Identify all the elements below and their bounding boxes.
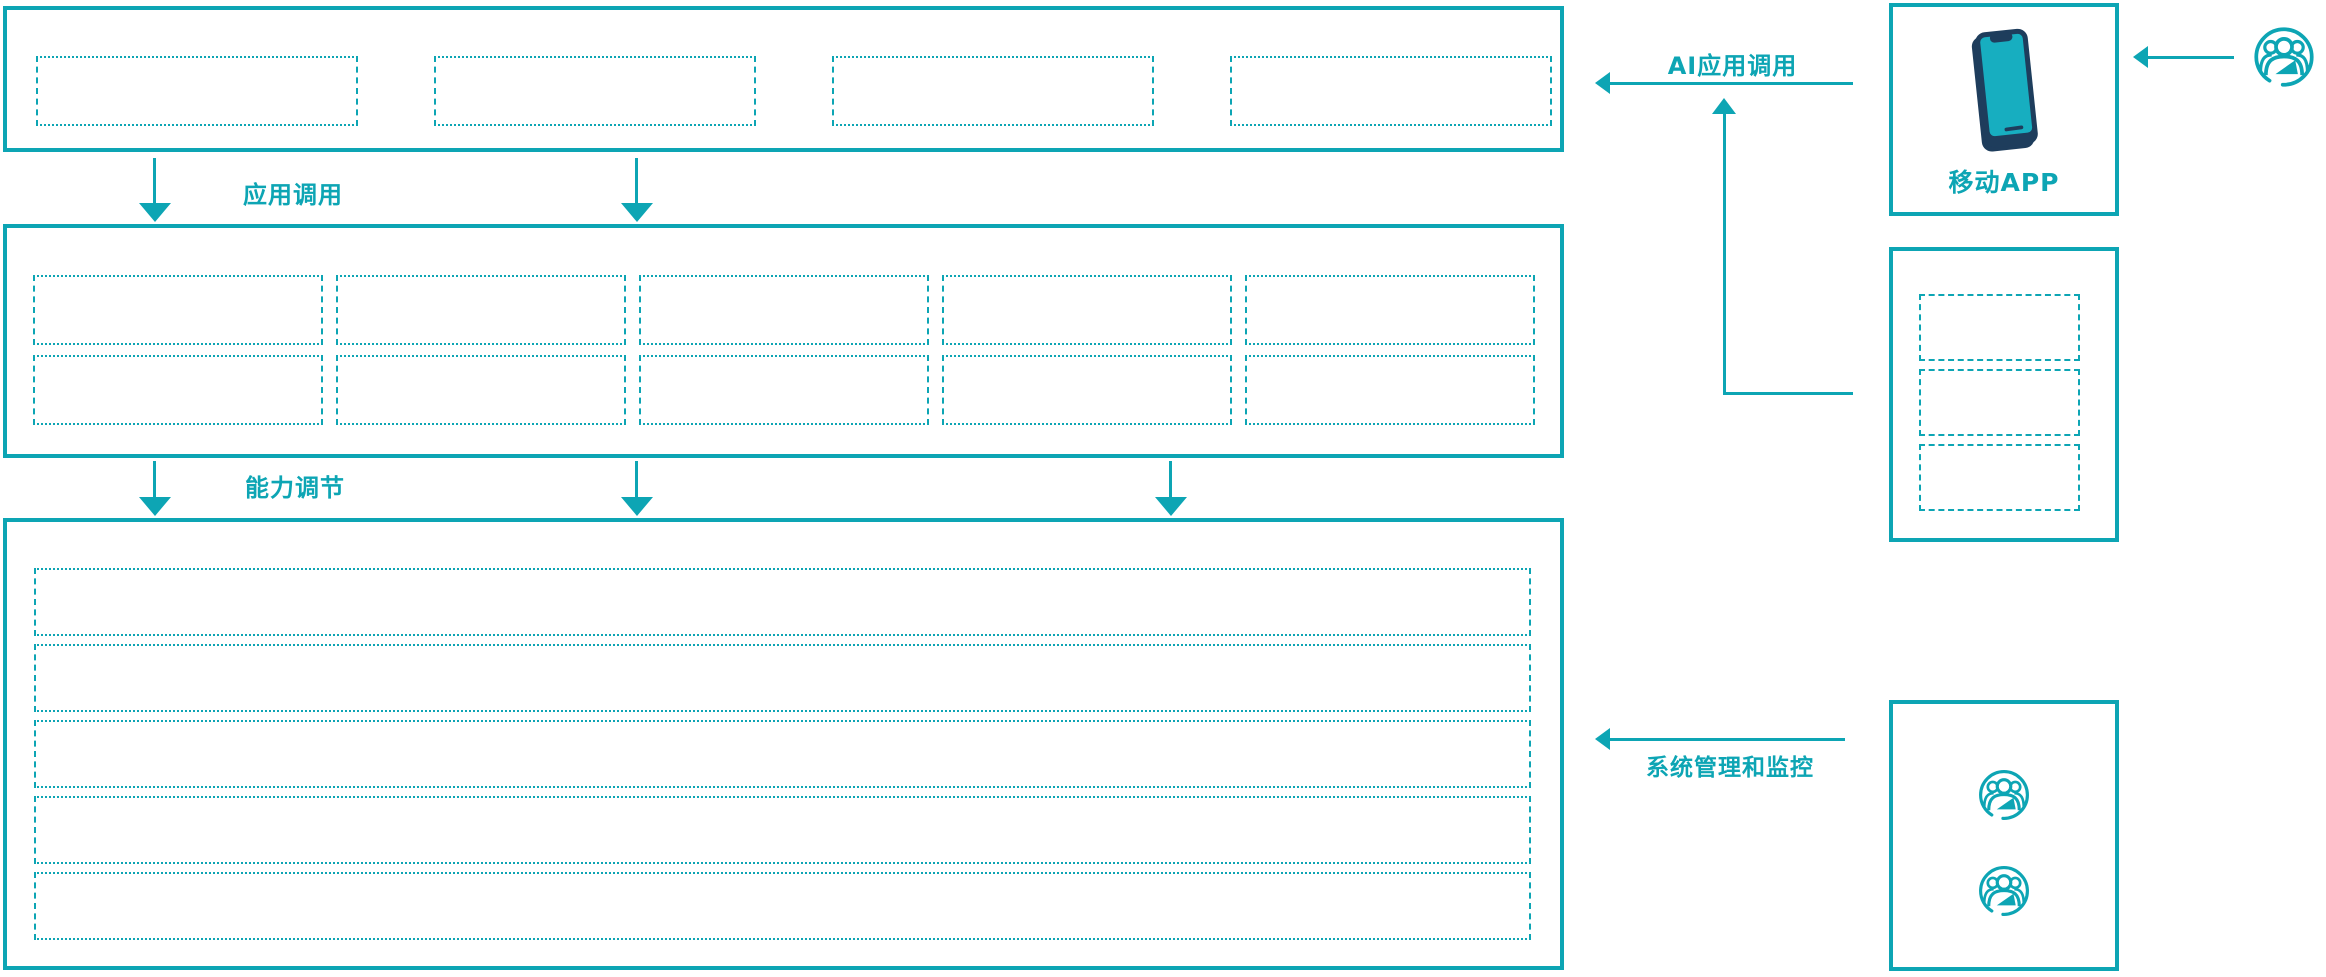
capability-arrow-line-2 xyxy=(635,461,638,498)
capability-slot xyxy=(942,275,1232,345)
capability-slot xyxy=(942,355,1232,425)
application-slot xyxy=(434,56,756,126)
capability-slot xyxy=(1245,355,1535,425)
user-arrow-line xyxy=(2146,56,2234,59)
user-group-icon xyxy=(2254,27,2314,87)
capability-slot-row-1 xyxy=(33,275,1560,345)
user-group-icon xyxy=(1979,770,2029,820)
system-monitor-label: 系统管理和监控 xyxy=(1646,755,1814,781)
api-connector-vline xyxy=(1723,112,1726,395)
application-slot xyxy=(36,56,358,126)
resource-layer-box xyxy=(3,518,1564,970)
user-group-icon xyxy=(1979,866,2029,916)
capability-slot-row-2 xyxy=(33,355,1560,425)
capability-arrowhead-3 xyxy=(1155,497,1187,516)
capability-call-label: 能力调节 xyxy=(245,474,345,502)
resource-slot xyxy=(34,872,1531,940)
application-slot xyxy=(832,56,1154,126)
app-call-arrowhead-1 xyxy=(139,203,171,222)
capability-slot xyxy=(33,355,323,425)
system-monitor-arrowhead xyxy=(1595,728,1610,750)
resource-slot xyxy=(34,568,1531,636)
capability-arrow-line-1 xyxy=(153,461,156,498)
app-call-arrow-line-1 xyxy=(153,158,156,205)
capability-layer-box xyxy=(3,224,1564,458)
application-slot-row xyxy=(36,56,1560,126)
api-slot xyxy=(1919,369,2080,436)
system-monitor-arrow-line xyxy=(1608,738,1845,741)
mobile-app-title: 移动APP xyxy=(1948,168,2060,197)
mobile-app-box: 移动APP xyxy=(1889,3,2119,216)
capability-slot xyxy=(336,275,626,345)
api-slot xyxy=(1919,444,2080,511)
ai-call-label: AI应用调用 xyxy=(1667,52,1798,80)
api-slot xyxy=(1919,294,2080,361)
resource-slot xyxy=(34,796,1531,864)
application-layer-box xyxy=(3,6,1564,152)
user-arrowhead xyxy=(2133,46,2148,68)
admin-panel-box xyxy=(1889,700,2119,971)
resource-slot xyxy=(34,644,1531,712)
ai-call-arrow-line xyxy=(1608,82,1853,85)
app-call-label: 应用调用 xyxy=(243,181,343,209)
capability-slot xyxy=(639,355,929,425)
capability-slot xyxy=(639,275,929,345)
resource-slot-column xyxy=(34,568,1560,940)
api-slot-column xyxy=(1919,294,2115,511)
capability-arrowhead-1 xyxy=(139,497,171,516)
app-call-arrow-line-2 xyxy=(635,158,638,205)
capability-slot xyxy=(33,275,323,345)
api-panel-box xyxy=(1889,247,2119,542)
capability-arrowhead-2 xyxy=(621,497,653,516)
smartphone-icon xyxy=(1971,28,2038,152)
capability-slot xyxy=(336,355,626,425)
application-slot xyxy=(1230,56,1552,126)
capability-arrow-line-3 xyxy=(1169,461,1172,498)
api-connector-arrowhead xyxy=(1712,98,1736,114)
api-connector-hline xyxy=(1723,392,1853,395)
ai-call-arrowhead xyxy=(1595,72,1610,94)
capability-slot xyxy=(1245,275,1535,345)
app-call-arrowhead-2 xyxy=(621,203,653,222)
resource-slot xyxy=(34,720,1531,788)
